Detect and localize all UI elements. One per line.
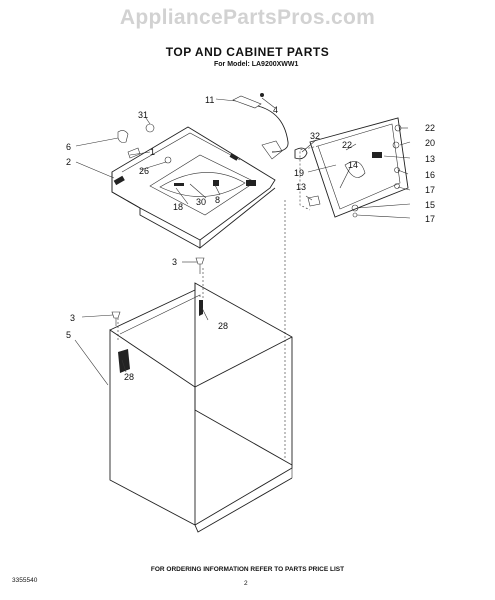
callout-19: 19	[294, 168, 304, 178]
callout-22a: 22	[425, 123, 435, 133]
callouts: 11 4 31 6 1 2 26 18 30 8 32 22 22 20 13 …	[66, 95, 435, 382]
callout-17b: 17	[425, 214, 435, 224]
callout-16: 16	[425, 170, 435, 180]
callout-5: 5	[66, 330, 71, 340]
callout-4: 4	[273, 105, 278, 115]
callout-28a: 28	[218, 321, 228, 331]
lid-switch-harness	[232, 93, 308, 160]
callout-32: 32	[310, 131, 320, 141]
page-number: 2	[244, 580, 248, 587]
callout-18: 18	[173, 202, 183, 212]
callout-22b: 22	[342, 140, 352, 150]
model-subtitle: For Model: LA9200XWW1	[214, 61, 299, 68]
cabinet	[109, 282, 293, 533]
top-panel	[111, 123, 276, 249]
callout-3b: 3	[70, 313, 75, 323]
callout-1: 1	[150, 147, 155, 157]
callout-11: 11	[205, 95, 214, 105]
callout-28b: 28	[124, 372, 134, 382]
callout-8: 8	[215, 195, 220, 205]
callout-6: 6	[66, 142, 71, 152]
callout-30: 30	[196, 197, 206, 207]
watermark: AppliancePartsPros.com	[119, 6, 376, 29]
callout-13a: 13	[425, 154, 435, 164]
callout-17a: 17	[425, 185, 435, 195]
callout-31: 31	[138, 110, 148, 120]
callout-26: 26	[139, 166, 149, 176]
document-number: 3355540	[12, 577, 38, 584]
callout-14: 14	[348, 160, 358, 170]
screws	[111, 257, 205, 326]
callout-15: 15	[425, 200, 435, 210]
page-title: TOP AND CABINET PARTS	[165, 45, 330, 59]
callout-13b: 13	[296, 182, 306, 192]
ordering-note: FOR ORDERING INFORMATION REFER TO PARTS …	[150, 566, 345, 573]
callout-2: 2	[66, 157, 71, 167]
alignment-lines	[117, 200, 286, 458]
leader-lines	[74, 97, 411, 386]
callout-20: 20	[425, 138, 435, 148]
callout-3a: 3	[172, 257, 177, 267]
